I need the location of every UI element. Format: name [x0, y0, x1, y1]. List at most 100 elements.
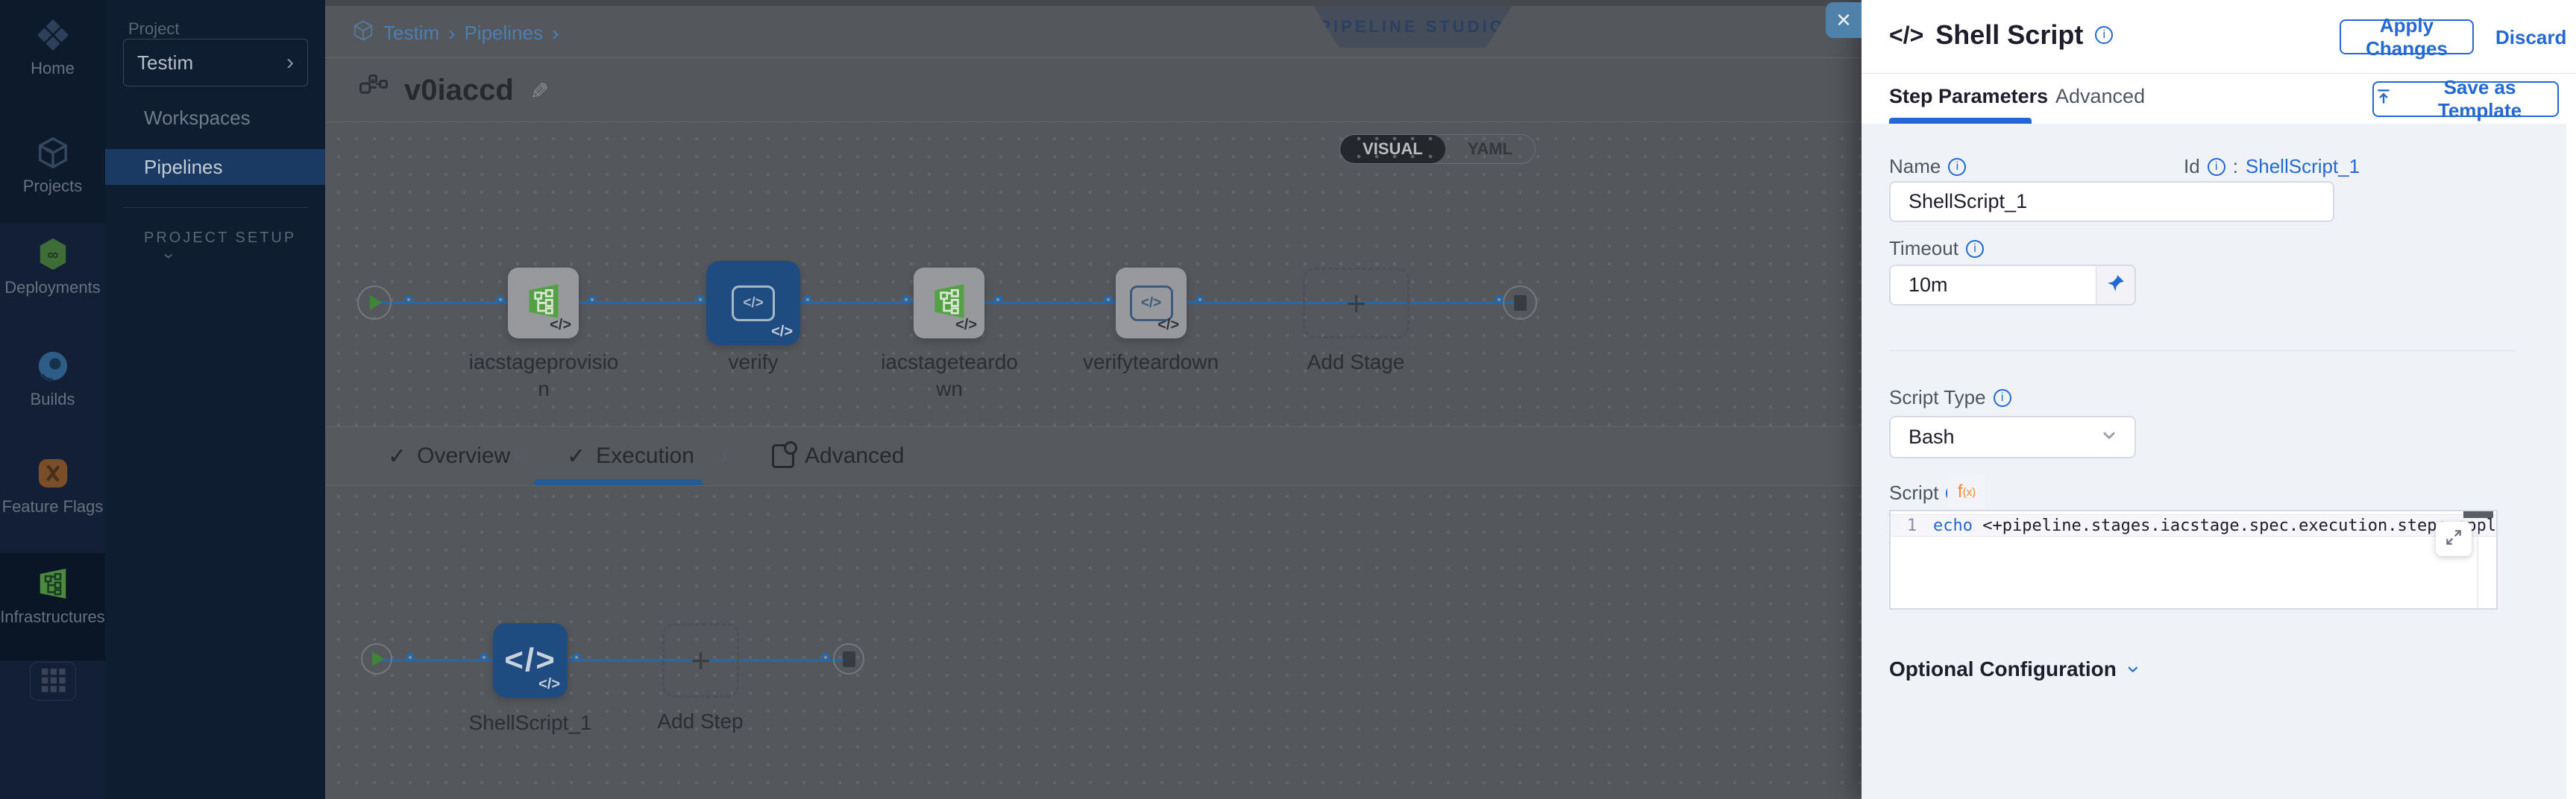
stage-node-verifyteardown[interactable]: </> </>: [1116, 268, 1187, 338]
connector-dot: [588, 295, 597, 304]
edit-pencil-icon[interactable]: ✎: [525, 80, 550, 101]
info-icon[interactable]: i: [1993, 388, 2011, 407]
sidebar-item-label: Home: [31, 59, 75, 78]
expression-fx-button[interactable]: f(x): [1947, 473, 1986, 511]
name-input[interactable]: [1889, 181, 2334, 222]
expand-editor-button[interactable]: [2436, 522, 2472, 556]
expand-icon: [2444, 528, 2463, 550]
sidebar-item-label: Infrastructures: [0, 607, 105, 626]
pipeline-graph-icon: [358, 73, 389, 108]
connector-dot: [696, 295, 705, 304]
pipeline-end-node[interactable]: [1503, 285, 1537, 320]
step-id-link[interactable]: ShellScript_1: [2245, 155, 2360, 177]
info-icon[interactable]: i: [2207, 157, 2225, 176]
tab-overview[interactable]: ✓ Overview: [388, 443, 511, 469]
execution-end-node[interactable]: [833, 643, 864, 675]
nav-section-bottom: [0, 660, 105, 799]
breadcrumb-project-link[interactable]: Testim: [383, 22, 440, 44]
stage-node-iacstageprovision[interactable]: </>: [508, 268, 579, 338]
tab-advanced[interactable]: Advanced: [772, 427, 904, 485]
connector-dot: [572, 653, 581, 662]
tab-advanced[interactable]: Advanced: [2055, 84, 2146, 107]
header-divider-2: [325, 121, 1862, 122]
save-as-template-button[interactable]: Save as Template: [2372, 76, 2559, 121]
runtime-input-type-button[interactable]: [2096, 266, 2134, 304]
step-id-row: Id i : ShellScript_1: [2184, 155, 2360, 177]
play-icon: [372, 651, 384, 666]
project-setup-toggle[interactable]: PROJECT SETUP ›: [144, 230, 325, 268]
sidebar-item-label: Deployments: [4, 278, 101, 297]
discard-button[interactable]: Discard: [2495, 26, 2567, 48]
stage-node-iacstageteardown[interactable]: </>: [914, 268, 984, 338]
sidebar-item-label: Feature Flags: [1, 497, 104, 516]
step-node-shellscript[interactable]: </> </>: [493, 623, 568, 698]
execution-start-node[interactable]: [361, 643, 392, 675]
chevron-down-icon: ›: [2121, 666, 2146, 673]
timeout-input[interactable]: 10m: [1889, 265, 2136, 306]
tab-execution[interactable]: ✓ Execution: [567, 443, 694, 469]
info-icon[interactable]: i: [2095, 26, 2114, 44]
chevron-right-icon: ›: [512, 441, 521, 470]
upload-icon: [2374, 87, 2393, 112]
sidebar-item-builds[interactable]: Builds: [0, 349, 105, 409]
project-section-label: Project: [128, 19, 180, 38]
sidebar-item-workspaces[interactable]: Workspaces: [144, 107, 251, 129]
editor-scrollbar-thumb[interactable]: [2463, 511, 2493, 518]
stage-node-verify-selected[interactable]: </> </>: [706, 261, 800, 345]
apply-changes-button[interactable]: Apply Changes: [2340, 14, 2474, 60]
feature-flags-icon: [36, 456, 70, 490]
tab-step-parameters[interactable]: Step Parameters: [1889, 84, 2049, 107]
shell-script-icon: </>: [504, 642, 556, 678]
project-selector-value: Testim: [137, 51, 194, 74]
sidebar-item-home[interactable]: Home: [0, 18, 105, 78]
connector-dot: [1196, 295, 1204, 304]
plus-icon: +: [691, 641, 711, 680]
drawer-body: Name i Id i : ShellScript_1 Timeout i 10…: [1862, 124, 2566, 799]
script-type-field-label: Script Type i: [1889, 386, 2011, 409]
sidebar-item-label: Projects: [22, 177, 83, 195]
pin-icon: [2106, 274, 2126, 297]
module-grid-button[interactable]: [30, 662, 76, 701]
sidebar-item-pipelines[interactable]: Pipelines: [105, 149, 325, 185]
add-step-button[interactable]: +: [662, 623, 739, 698]
pipeline-start-node[interactable]: [357, 285, 392, 320]
step-label: ShellScript_1: [468, 711, 592, 734]
sidebar-item-feature-flags[interactable]: Feature Flags: [0, 456, 105, 517]
connector-dot: [496, 295, 505, 304]
breadcrumb-pipelines-link[interactable]: Pipelines: [464, 22, 543, 44]
drawer-tab-bar: Step Parameters Advanced Save as Templat…: [1862, 74, 2576, 124]
harness-logo-icon: [36, 18, 70, 52]
custom-stage-icon: </>: [1129, 285, 1173, 321]
sidebar-item-projects[interactable]: Projects: [0, 136, 105, 196]
breadcrumb: Testim › Pipelines ›: [352, 19, 559, 47]
script-type-select[interactable]: Bash: [1889, 416, 2136, 458]
sidebar-item-deployments[interactable]: ∞ Deployments: [0, 237, 105, 297]
add-step-label: Add Step: [657, 710, 744, 733]
chevron-right-icon: ›: [551, 21, 559, 45]
script-code-editor[interactable]: 1 echo <+pipeline.stages.iacstage.spec.e…: [1889, 510, 2498, 610]
code-badge-icon: </>: [1157, 317, 1179, 333]
connector-dot: [821, 653, 830, 662]
pipeline-studio-badge: PIPELINE STUDIO: [1313, 6, 1512, 48]
optional-configuration-toggle[interactable]: Optional Configuration ›: [1889, 657, 2146, 680]
info-icon[interactable]: i: [1965, 239, 1984, 258]
step-config-drawer: ✕ </> Shell Script i Apply Changes Disca…: [1826, 0, 2576, 799]
sidebar-item-infrastructures[interactable]: Infrastructures: [0, 566, 105, 627]
stop-icon: [1513, 294, 1527, 311]
info-icon[interactable]: i: [1948, 157, 1967, 176]
infrastructures-icon: [36, 566, 70, 601]
plus-icon: +: [1346, 283, 1366, 323]
project-selector[interactable]: Testim ›: [123, 39, 308, 86]
timeout-field-label: Timeout i: [1889, 237, 1984, 260]
code-badge-icon: </>: [955, 317, 977, 333]
chevron-down-icon: ›: [159, 253, 180, 262]
advanced-tab-icon: [772, 441, 797, 468]
add-stage-button[interactable]: +: [1303, 268, 1410, 338]
code-badge-icon: </>: [538, 676, 560, 692]
check-icon: ✓: [388, 443, 407, 469]
connector-dot: [902, 295, 911, 304]
name-field-label: Name i: [1889, 155, 1967, 178]
play-icon: [370, 295, 382, 310]
close-drawer-button[interactable]: ✕: [1826, 2, 1862, 38]
